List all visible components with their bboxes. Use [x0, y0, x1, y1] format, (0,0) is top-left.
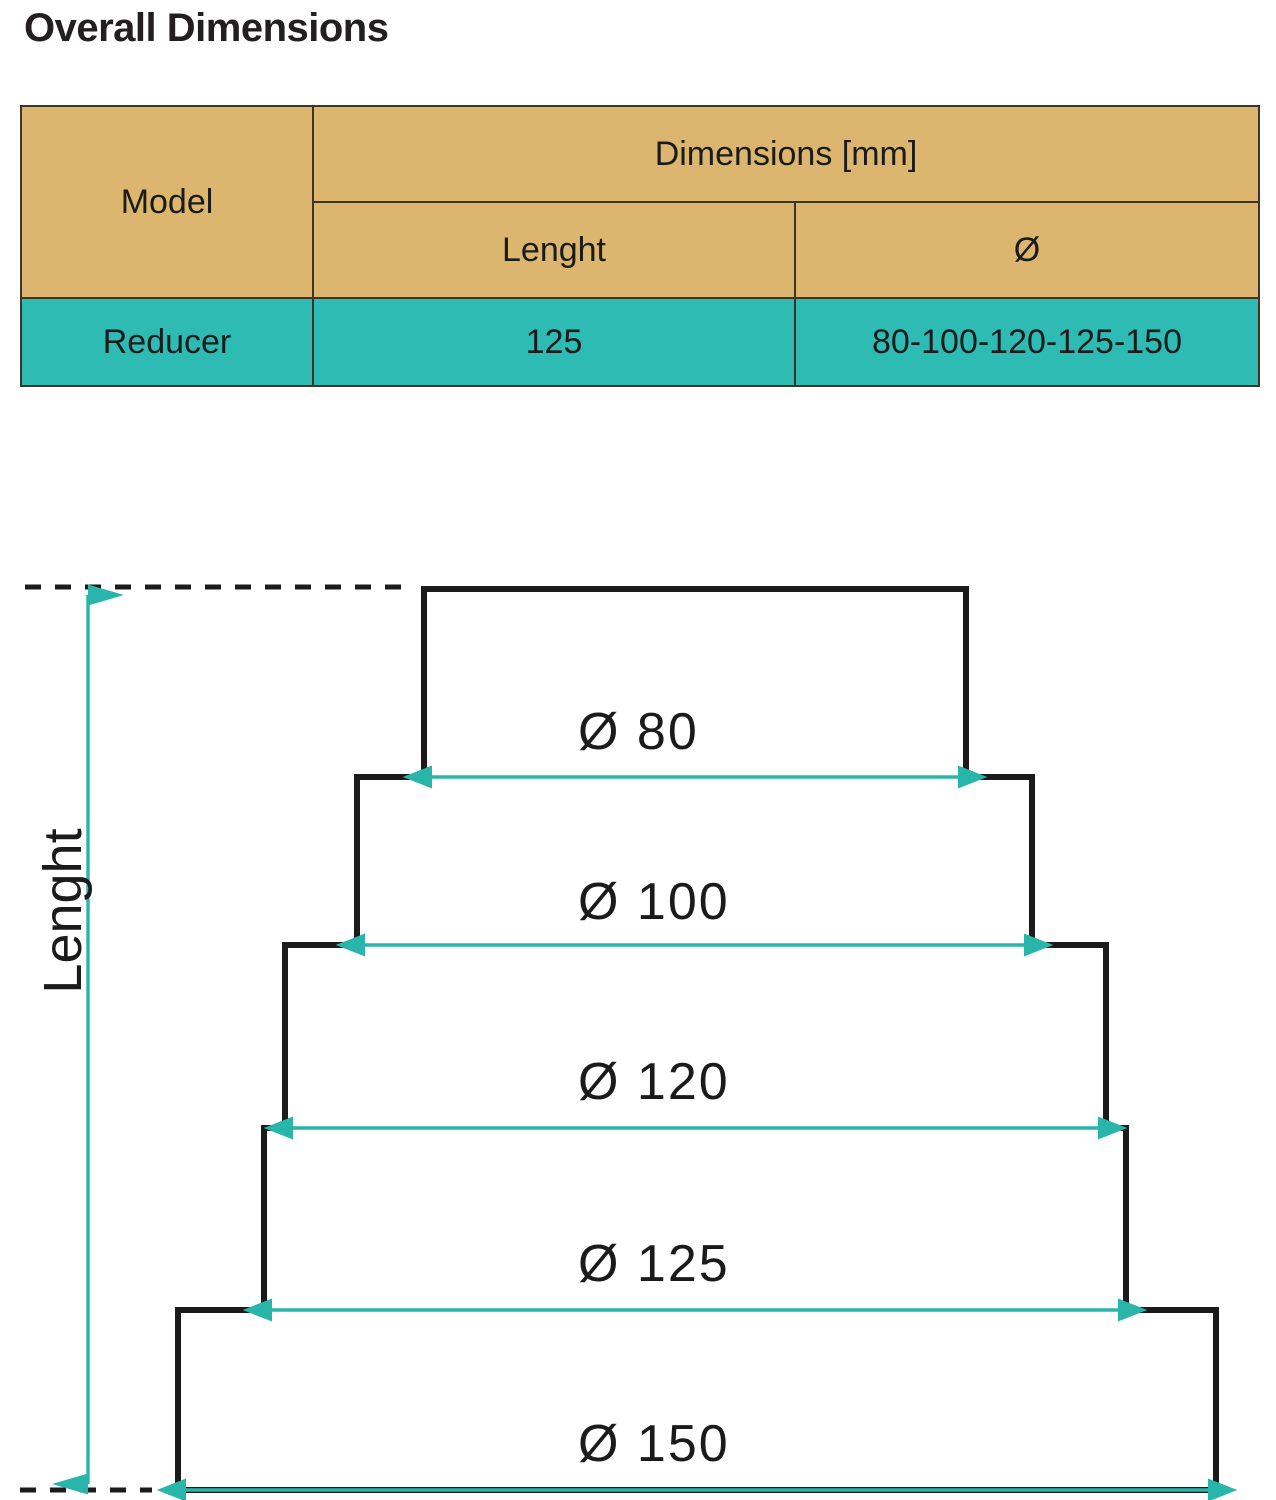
page-title: Overall Dimensions [24, 6, 389, 50]
dimensions-table: Model Dimensions [mm] Lenght Ø Reducer 1… [20, 105, 1261, 387]
diameter-label-80: Ø 80 [578, 703, 699, 761]
cell-diameter: 80-100-120-125-150 [793, 297, 1261, 387]
cell-length: 125 [312, 297, 796, 387]
column-header-dimensions: Dimensions [mm] [311, 105, 1261, 203]
length-extension-lines [20, 584, 412, 1493]
table-header-row-top: Model Dimensions [mm] [20, 105, 1261, 299]
diameter-label-125: Ø 125 [578, 1235, 730, 1293]
diameter-label-120: Ø 120 [578, 1053, 730, 1111]
table-row: Reducer 125 80-100-120-125-150 [20, 297, 1261, 387]
diameter-label-150: Ø 150 [578, 1415, 730, 1473]
column-header-diameter: Ø [793, 201, 1261, 299]
length-axis-label: Lenght [33, 828, 93, 994]
table-header-row-sub: Lenght Ø [21, 201, 1261, 299]
column-header-length: Lenght [312, 201, 796, 299]
column-header-model: Model [20, 105, 314, 299]
cell-model: Reducer [20, 297, 314, 387]
diameter-label-100: Ø 100 [578, 873, 730, 931]
